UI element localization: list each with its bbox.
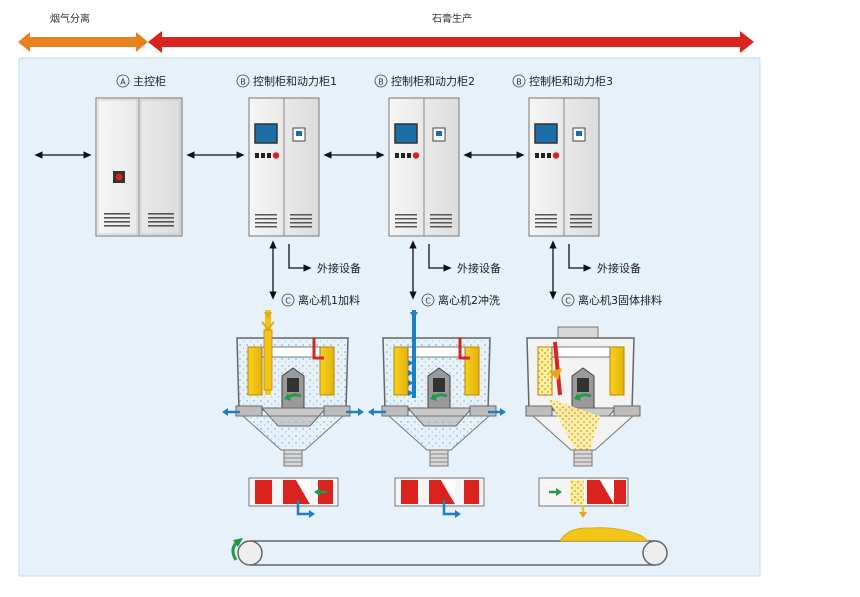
centrifuge-1-illustration [222,310,364,518]
cabinet-b2-title: B 控制柜和动力柜2 [374,74,475,88]
svg-text:B: B [240,78,246,87]
cabinet-b1-title: B 控制柜和动力柜1 [236,74,337,88]
control-cabinet-3 [528,97,600,237]
svg-text:离心机3固体排料: 离心机3固体排料 [578,293,662,307]
main-control-cabinet [95,97,183,237]
conveyor-belt [231,527,668,566]
svg-text:A: A [120,78,126,87]
main-switch-icon [113,171,125,183]
external-equipment-label-3: 外接设备 [597,261,641,275]
external-equipment-label-1: 外接设备 [317,261,361,275]
svg-text:C: C [565,297,571,306]
vent-grille-icon [104,213,174,227]
svg-text:离心机2冲洗: 离心机2冲洗 [438,293,500,307]
svg-text:B: B [516,78,522,87]
centrifuge-3-title: C 离心机3固体排料 [561,293,662,307]
vertical-links [269,240,592,300]
centrifuge-2-illustration [368,310,506,518]
gypsum-label: 石膏生产 [432,12,472,25]
svg-text:控制柜和动力柜1: 控制柜和动力柜1 [253,74,337,88]
centrifuge-3-illustration [525,326,641,518]
svg-text:控制柜和动力柜2: 控制柜和动力柜2 [391,74,475,88]
svg-text:离心机1加料: 离心机1加料 [298,293,360,307]
flue-gas-phase-arrow [18,32,148,52]
centrifuge-2-title: C 离心机2冲洗 [421,293,500,307]
gypsum-phase-arrow [148,31,754,53]
cabinet-a-title: A 主控柜 [116,74,166,88]
control-cabinet-1 [248,97,320,237]
svg-text:B: B [378,78,384,87]
external-equipment-label-2: 外接设备 [457,261,501,275]
control-cabinet-2 [388,97,460,237]
centrifuge-1-title: C 离心机1加料 [281,293,360,307]
cabinet-b3-title: B 控制柜和动力柜3 [512,74,613,88]
svg-text:控制柜和动力柜3: 控制柜和动力柜3 [529,74,613,88]
svg-text:主控柜: 主控柜 [133,74,166,88]
flue-gas-label: 烟气分离 [50,12,90,25]
svg-text:C: C [285,297,291,306]
svg-text:C: C [425,297,431,306]
